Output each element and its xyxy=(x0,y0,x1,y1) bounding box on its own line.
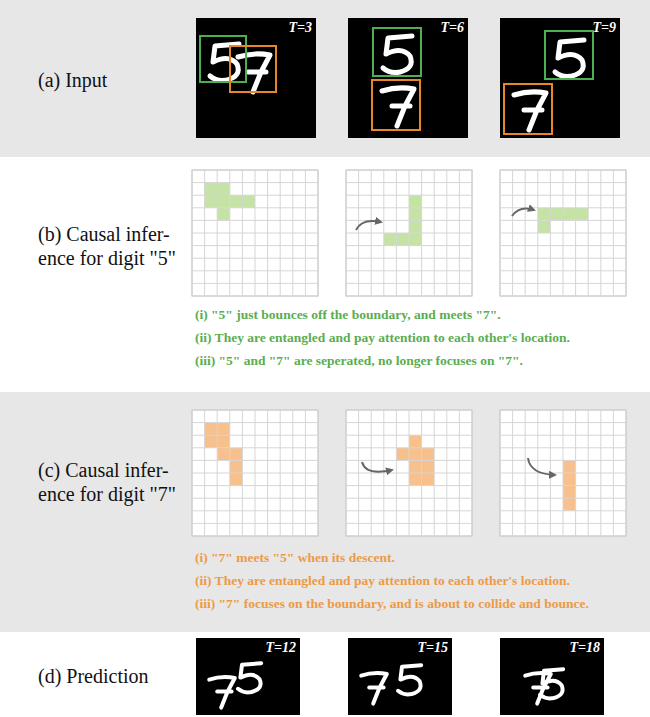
note-text: (i) "5" just bounces off the boundary, a… xyxy=(195,307,501,323)
image-panel xyxy=(500,18,620,138)
image-panel xyxy=(348,638,452,715)
note-text: (ii) They are entangled and pay attentio… xyxy=(195,573,570,589)
time-label: T=3 xyxy=(288,20,312,36)
image-frame: T=15 xyxy=(348,638,452,715)
note-text: (ii) They are entangled and pay attentio… xyxy=(195,330,570,346)
image-panel xyxy=(196,638,300,715)
image-frame: T=12 xyxy=(196,638,300,715)
time-label: T=12 xyxy=(265,640,296,656)
row-label: (a) Input xyxy=(38,68,188,92)
row-label: (d) Prediction xyxy=(38,664,188,688)
note-text: (iii) "7" focuses on the boundary, and i… xyxy=(195,596,589,612)
time-label: T=9 xyxy=(592,20,616,36)
band xyxy=(0,392,650,632)
row-label: (c) Causal infer- ence for digit "7" xyxy=(38,458,196,506)
time-label: T=15 xyxy=(417,640,448,656)
image-frame: T=6 xyxy=(348,18,468,138)
image-frame: T=9 xyxy=(500,18,620,138)
band xyxy=(0,0,650,157)
image-frame: T=18 xyxy=(500,638,604,715)
image-panel xyxy=(348,18,468,138)
time-label: T=18 xyxy=(569,640,600,656)
band xyxy=(0,157,650,392)
image-frame: T=3 xyxy=(196,18,316,138)
row-label: (b) Causal infer- ence for digit "5" xyxy=(38,222,196,270)
time-label: T=6 xyxy=(440,20,464,36)
band xyxy=(0,632,650,717)
image-panel xyxy=(500,638,604,715)
note-text: (iii) "5" and "7" are seperated, no long… xyxy=(195,353,523,369)
image-panel xyxy=(196,18,316,138)
note-text: (i) "7" meets "5" when its descent. xyxy=(195,550,395,566)
